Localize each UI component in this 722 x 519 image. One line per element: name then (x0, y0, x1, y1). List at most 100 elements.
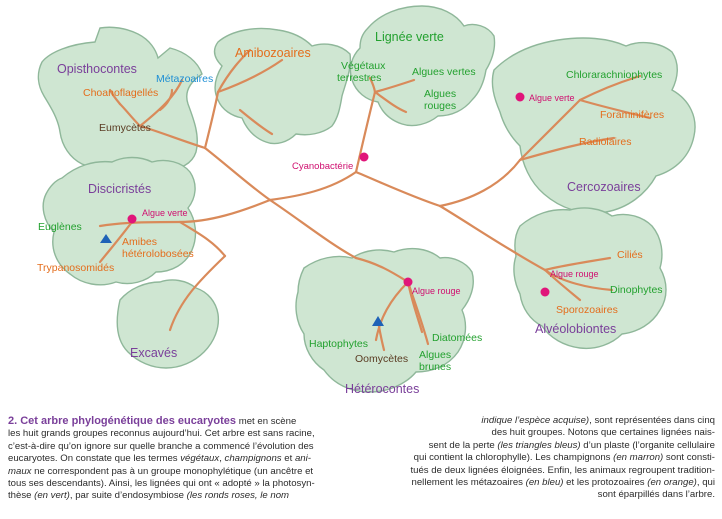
taxon-oomycetes: Oomycètes (355, 353, 409, 365)
caption-left-column: 2. Cet arbre phylogénétique des eucaryot… (8, 415, 363, 503)
group-label-excaves: Excavés (130, 346, 178, 360)
group-label-lignee-verte: Lignée verte (375, 30, 444, 44)
taxon-foraminiferes: Foraminifères (600, 109, 665, 121)
caption-right-line-4-run-0: tués de deux lignées éloignées. Enfin, l… (410, 464, 715, 476)
taxon-algues-vertes: Algues vertes (412, 66, 476, 78)
caption-left-line-3-run-1: végétaux (180, 453, 220, 465)
taxon-algues-rouges-line1: Algues (424, 88, 457, 100)
event-label-algue-rouge-alveolobiontes: Algue rouge (550, 269, 599, 279)
taxon-chlorarachniophytes: Chlorarachniophytes (566, 69, 663, 81)
caption-right-line-6-run-0: sont éparpillés dans l’arbre. (597, 489, 715, 501)
taxon-haptophytes: Haptophytes (309, 338, 368, 350)
leaf-discicristes (42, 156, 197, 286)
taxon-dinophytes: Dinophytes (610, 284, 663, 296)
caption-right-column: indique l’espèce acquise), sont représen… (363, 415, 715, 502)
caption-left-line-3-run-2: , (219, 453, 225, 465)
caption-left-line-4: maux ne correspondent pas à un groupe mo… (8, 466, 363, 478)
caption-left-lines: les huit grands groupes reconnus aujourd… (8, 428, 363, 502)
endosymbiosis-dot-algue-verte-discicristes (127, 214, 137, 224)
leaf-alveolobiontes (513, 207, 667, 350)
caption-left-line-2-run-0: c’est-à-dire qu’on ignore sur quelle bra… (8, 440, 314, 452)
leaf-lignee-verte (349, 5, 496, 127)
endosymbiosis-dot-algue-rouge-heterocontes (403, 277, 413, 287)
caption-left-line-0-run-0: met en scène (236, 416, 297, 427)
caption-left-line-3-run-0: eucaryotes. On constate que les termes (8, 453, 181, 465)
caption-right-line-2: sent de la perte (les triangles bleus) d… (363, 440, 715, 452)
taxon-eumycetes: Eumycètes (99, 122, 151, 134)
group-label-heterocontes: Hétérocontes (345, 382, 420, 396)
caption-left-line-1-run-0: les huit grands groupes reconnus aujourd… (8, 428, 315, 440)
caption-left-line-6-run-0: thèse (8, 490, 35, 502)
group-label-discicristes: Discicristés (88, 182, 152, 196)
plastid-loss-triangle-amibes (100, 234, 112, 243)
caption-left-line-2: c’est-à-dire qu’on ignore sur quelle bra… (8, 441, 363, 453)
caption-left-line-3-run-4: et (281, 453, 295, 465)
caption-right-line-5-run-1: (en bleu) (525, 477, 564, 489)
taxon-algues-rouges-line2: rouges (424, 100, 457, 112)
caption-right-line-3-run-0: qui contient la chlorophylle). Les champ… (413, 452, 614, 464)
caption-title: 2. Cet arbre phylogénétique des eucaryot… (8, 415, 237, 427)
taxon-sporozoaires: Sporozoaires (556, 304, 618, 316)
leaf-cercozoaires (491, 37, 696, 214)
event-label-algue-rouge-heterocontes: Algue rouge (412, 286, 461, 296)
group-label-amibozoaires: Amibozoaires (235, 46, 311, 60)
caption-right-line-1-run-0: des huit groupes. Notons que certaines l… (491, 427, 715, 439)
leaf-excaves (116, 279, 220, 369)
caption-right-line-1: des huit groupes. Notons que certaines l… (363, 427, 715, 439)
group-label-cercozoaires: Cercozoaires (567, 180, 641, 194)
group-label-alveolobiontes: Alvéolobiontes (535, 322, 617, 336)
caption-line-0: 2. Cet arbre phylogénétique des eucaryot… (8, 415, 363, 428)
caption-left-line-0-text: met en scène (236, 416, 297, 427)
taxon-amibes-line2: hétérolobosées (122, 248, 194, 260)
caption-left-line-1: les huit grands groupes reconnus aujourd… (8, 428, 363, 440)
tree-branches (98, 48, 652, 352)
taxon-trypanosomides: Trypanosomidés (37, 262, 115, 274)
caption-left-line-5-run-0: tous ses descendants). Ainsi, les lignée… (8, 478, 315, 490)
taxon-radiolaires: Radiolaires (579, 136, 632, 148)
caption-right-lines: indique l’espèce acquise), sont représen… (363, 415, 715, 502)
taxon-choanoflagelles: Choanoflagellés (83, 87, 159, 99)
endosymbiosis-dot-cyanobacterie (359, 152, 369, 162)
taxon-amibes-line1: Amibes (122, 236, 158, 248)
endosymbiosis-dot-algue-rouge-alveolobiontes (540, 287, 550, 297)
endosymbiosis-dot-algue-verte-cercozoaires (515, 92, 525, 102)
caption-left-line-6-run-1: (en vert) (34, 490, 70, 502)
caption-right-line-5-run-3: (en orange) (647, 477, 697, 489)
caption-right-line-5-run-2: et les protozoaires (563, 477, 648, 489)
caption-left-line-6-run-3: (les ronds roses, le nom (186, 490, 290, 502)
caption-right-line-3: qui contient la chlorophylle). Les champ… (363, 452, 715, 464)
caption-left-line-5: tous ses descendants). Ainsi, les lignée… (8, 478, 363, 490)
event-label-algue-verte-cercozoaires: Algue verte (529, 93, 575, 103)
caption-left-line-3-run-3: champignons (224, 453, 282, 465)
caption-right-line-6: sont éparpillés dans l’arbre. (363, 489, 715, 501)
caption-left-line-3: eucaryotes. On constate que les termes v… (8, 453, 363, 465)
taxon-algues-brunes-line1: Algues (419, 349, 452, 361)
caption-right-line-2-run-1: (les triangles bleus) (497, 439, 581, 451)
caption-right-line-3-run-2: sont consti- (663, 452, 715, 464)
taxon-cilies: Ciliés (617, 249, 643, 261)
taxon-vegetaux-line1: Végétaux (341, 60, 386, 72)
caption-right-line-5-run-4: , qui (696, 477, 715, 489)
plastid-loss-triangle-haptophytes (372, 316, 384, 326)
caption-right-line-2-run-2: d’un plaste (l’organite cellulaire (580, 439, 715, 451)
event-label-cyanobacterie: Cyanobactérie (292, 161, 354, 172)
taxon-algues-brunes-line2: brunes (419, 361, 452, 373)
leaf-heterocontes (295, 247, 474, 393)
caption-right-line-4: tués de deux lignées éloignées. Enfin, l… (363, 465, 715, 477)
caption-left-line-6: thèse (en vert), par suite d’endosymbios… (8, 490, 363, 502)
caption-left-line-3-run-5: ani- (294, 453, 311, 465)
caption-left-line-4-run-0: maux (8, 465, 32, 477)
caption-right-line-0-run-1: , sont représentées dans cinq (589, 415, 715, 426)
caption-right-line-5-run-0: nellement les métazoaires (411, 477, 526, 489)
caption-left-line-6-run-2: , par suite d’endosymbiose (69, 490, 187, 502)
caption-right-line-3-run-1: (en marron) (613, 452, 664, 464)
caption-right-line-0-run-0: indique l’espèce acquise) (481, 415, 590, 426)
phylogenetic-tree (37, 5, 696, 393)
caption-right-line-0: indique l’espèce acquise), sont représen… (363, 415, 715, 427)
caption-right-line-5: nellement les métazoaires (en bleu) et l… (363, 477, 715, 489)
taxon-metazoaires: Métazoaires (156, 73, 214, 85)
caption-right-line-2-run-0: sent de la perte (428, 439, 498, 451)
taxon-euglenes: Euglènes (38, 221, 82, 233)
event-label-algue-verte-discicristes: Algue verte (142, 208, 188, 218)
